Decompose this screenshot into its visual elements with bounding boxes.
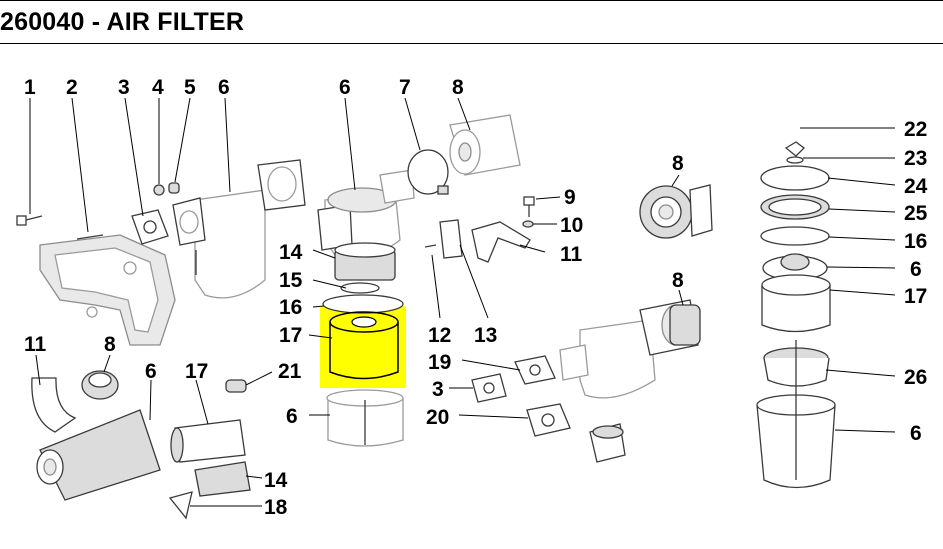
callout-8a: 8 [452, 76, 464, 99]
part-screw-12 [424, 244, 437, 248]
callout-1: 1 [24, 76, 36, 99]
callout-6a: 6 [218, 76, 230, 99]
part-cap-8b [639, 184, 713, 239]
part-bracket-11a [471, 221, 531, 263]
callout-8b: 8 [672, 152, 684, 175]
callout-7: 7 [399, 76, 411, 99]
callout-13: 13 [474, 324, 497, 347]
callout-6d: 6 [910, 422, 922, 445]
part-seal-16a [322, 294, 404, 314]
part-washer-5 [168, 182, 180, 194]
part-gasket-20 [526, 403, 571, 437]
callout-11b: 11 [24, 333, 47, 356]
part-washer-10 [522, 220, 534, 228]
callout-12: 12 [428, 324, 451, 347]
part-cap-8c [669, 304, 701, 346]
callout-19: 19 [428, 351, 451, 374]
callout-4: 4 [152, 76, 164, 99]
callout-21: 21 [278, 360, 302, 383]
callout-5: 5 [184, 76, 196, 99]
part-valve-21 [225, 379, 247, 393]
callout-3b: 3 [432, 378, 444, 401]
part-gasket-3a [131, 209, 169, 245]
part-element-17a [761, 274, 831, 333]
callout-23: 23 [904, 147, 927, 170]
part-cap-8d [81, 370, 119, 400]
callout-17c: 17 [185, 360, 208, 383]
page-title: 260040 - AIR FILTER [0, 8, 245, 36]
callout-17b: 17 [279, 324, 302, 347]
title-bar: 260040 - AIR FILTER [0, 0, 943, 44]
part-wing-nut-22 [784, 141, 805, 157]
part-housing-6f [36, 409, 161, 501]
callout-10: 10 [560, 214, 583, 237]
callout-24: 24 [904, 175, 928, 198]
callout-15: 15 [279, 269, 303, 292]
part-housing-left [172, 159, 306, 299]
part-seal-16b [760, 226, 830, 246]
part-ring-25 [760, 194, 830, 220]
callout-labels: 1 2 3 4 5 6 6 7 8 8 9 10 11 22 23 24 25 … [24, 76, 928, 519]
callout-6e: 6 [286, 405, 298, 428]
part-gasket-19 [514, 355, 556, 385]
part-bolt-9 [523, 196, 535, 217]
part-mounting-bracket [39, 234, 176, 346]
part-gasket-3b [471, 373, 507, 403]
part-housing-cover [317, 169, 415, 258]
callout-14a: 14 [279, 241, 303, 264]
part-valve-18 [168, 491, 193, 520]
part-cap-8a [449, 114, 521, 176]
part-prefilter-14a [334, 242, 396, 281]
callout-2: 2 [66, 76, 78, 99]
callout-26: 26 [904, 366, 927, 389]
callout-8d: 8 [104, 333, 116, 356]
part-clamp-7 [407, 149, 449, 195]
part-sleeve [589, 423, 626, 463]
callout-11a: 11 [560, 243, 583, 266]
part-washer-23 [786, 156, 804, 164]
callout-22: 22 [904, 118, 927, 141]
callout-18: 18 [264, 496, 288, 519]
part-nut-4 [153, 184, 165, 196]
part-bowl-6e [326, 389, 404, 447]
callout-16b: 16 [279, 296, 302, 319]
callout-3a: 3 [118, 76, 130, 99]
part-seal-15 [340, 282, 380, 294]
part-band-13 [439, 219, 463, 259]
callout-25: 25 [904, 202, 928, 225]
part-stud-2 [76, 234, 104, 240]
part-clamp-11b [31, 377, 77, 433]
leader-lines [29, 97, 896, 507]
callout-14b: 14 [264, 469, 288, 492]
callout-9: 9 [564, 186, 576, 209]
part-filter-element-17 [329, 311, 399, 380]
part-bowl-6d [756, 340, 836, 489]
part-prefilter-14b [194, 461, 251, 497]
callout-16a: 16 [904, 230, 927, 253]
callout-20: 20 [426, 406, 449, 429]
callout-6b: 6 [339, 76, 351, 99]
part-cover-24 [760, 165, 830, 191]
part-bolt-1 [16, 215, 43, 226]
callout-17a: 17 [904, 285, 927, 308]
callout-8c: 8 [672, 269, 684, 292]
callout-6c: 6 [910, 258, 922, 281]
callout-6f: 6 [145, 360, 157, 383]
part-element-17c [170, 419, 246, 463]
